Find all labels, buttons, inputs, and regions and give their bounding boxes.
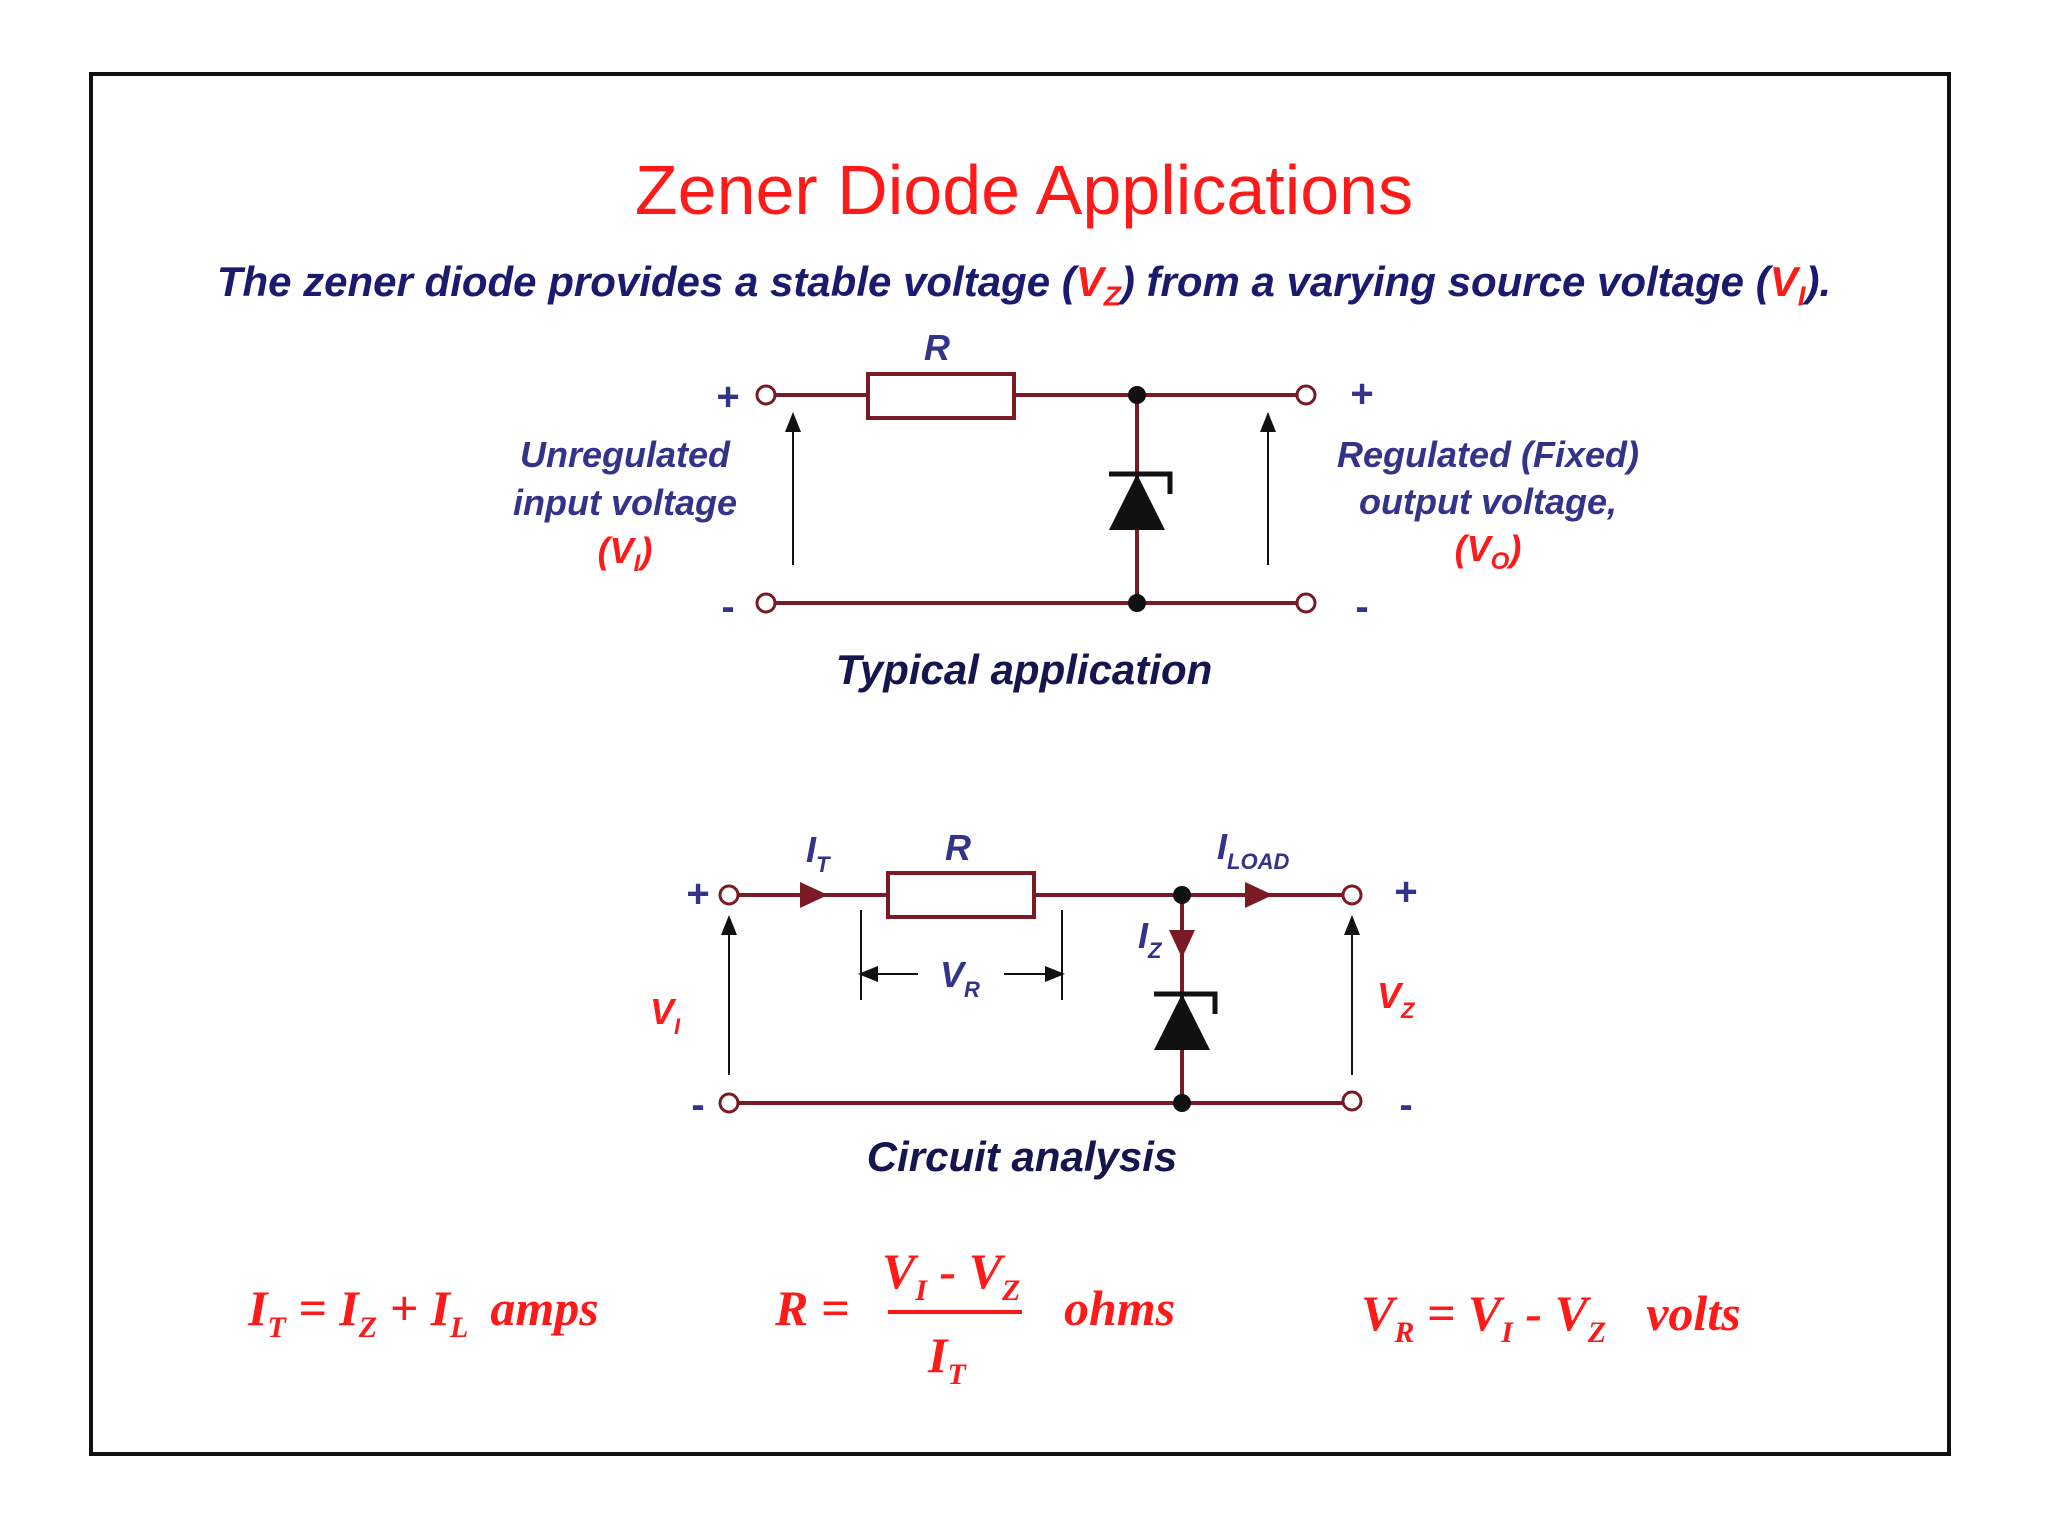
vr-label: VR — [940, 954, 980, 1002]
eq2-denominator: IT — [927, 1327, 967, 1391]
analysis-terminal-in-plus — [718, 884, 740, 906]
terminal-in-minus — [755, 592, 777, 614]
analysis-zener-diode-icon — [1154, 991, 1218, 1050]
zener-diode-icon — [1109, 471, 1173, 530]
junction-dot-bottom — [1128, 594, 1146, 612]
subtitle-part1: The zener diode provides a stable voltag… — [216, 258, 1076, 305]
junction-dot-top — [1128, 386, 1146, 404]
typical-out-plus: + — [1350, 372, 1373, 416]
typical-out-minus: - — [1355, 585, 1368, 629]
output-label-var: (VO) — [1455, 528, 1522, 575]
iz-arrow-icon — [1169, 930, 1195, 958]
analysis-in-minus: - — [691, 1083, 704, 1127]
subtitle-vz: VZ — [1075, 258, 1121, 312]
terminal-out-plus — [1295, 384, 1317, 406]
typical-in-plus: + — [716, 375, 739, 419]
analysis-in-plus: + — [686, 872, 709, 916]
iz-label: IZ — [1138, 915, 1163, 963]
analysis-caption: Circuit analysis — [867, 1133, 1177, 1180]
eq2-numerator: VI - VZ — [882, 1243, 1020, 1307]
analysis-resistor-label: R — [945, 827, 971, 868]
terminal-in-plus — [755, 384, 777, 406]
eq2-unit: ohms — [1064, 1280, 1175, 1336]
analysis-resistor — [886, 871, 1036, 919]
analysis-out-plus: + — [1394, 870, 1417, 914]
typical-caption: Typical application — [836, 646, 1213, 693]
analysis-circuit — [718, 871, 1363, 1114]
output-label-line2: output voltage, — [1359, 481, 1617, 522]
resistor — [866, 372, 1016, 420]
output-label-line1: Regulated (Fixed) — [1337, 434, 1639, 475]
typical-in-minus: - — [721, 585, 734, 629]
typical-resistor-label: R — [924, 327, 950, 368]
input-label-var: (VI) — [598, 530, 653, 577]
input-label-line2: input voltage — [513, 482, 737, 523]
page-title: Zener Diode Applications — [634, 151, 1414, 229]
iload-arrow-icon — [1245, 882, 1273, 908]
subtitle-part3: ). — [1805, 258, 1832, 305]
eq2-lhs: R = — [774, 1280, 849, 1336]
terminal-out-minus — [1295, 592, 1317, 614]
subtitle-part2: ) from a varying source voltage ( — [1120, 258, 1770, 305]
vi-label: VI — [650, 991, 681, 1039]
input-label-line1: Unregulated — [520, 434, 731, 475]
analysis-junction-bottom — [1173, 1094, 1191, 1112]
it-arrow-icon — [800, 882, 828, 908]
analysis-junction-top — [1173, 886, 1191, 904]
analysis-terminal-out-minus — [1341, 1090, 1363, 1112]
iload-label: ILOAD — [1217, 826, 1289, 874]
analysis-terminal-out-plus — [1341, 884, 1363, 906]
typical-application-circuit — [755, 372, 1317, 614]
vz-label: VZ — [1377, 975, 1416, 1023]
subtitle: The zener diode provides a stable voltag… — [0, 258, 2048, 312]
analysis-terminal-in-minus — [718, 1092, 740, 1114]
analysis-out-minus: - — [1399, 1083, 1412, 1127]
slide-frame — [89, 72, 1951, 1456]
it-label: IT — [806, 829, 831, 877]
equation-resistance: R = VI - VZ IT ohms — [774, 1243, 1175, 1391]
subtitle-vi: VI — [1769, 258, 1806, 312]
